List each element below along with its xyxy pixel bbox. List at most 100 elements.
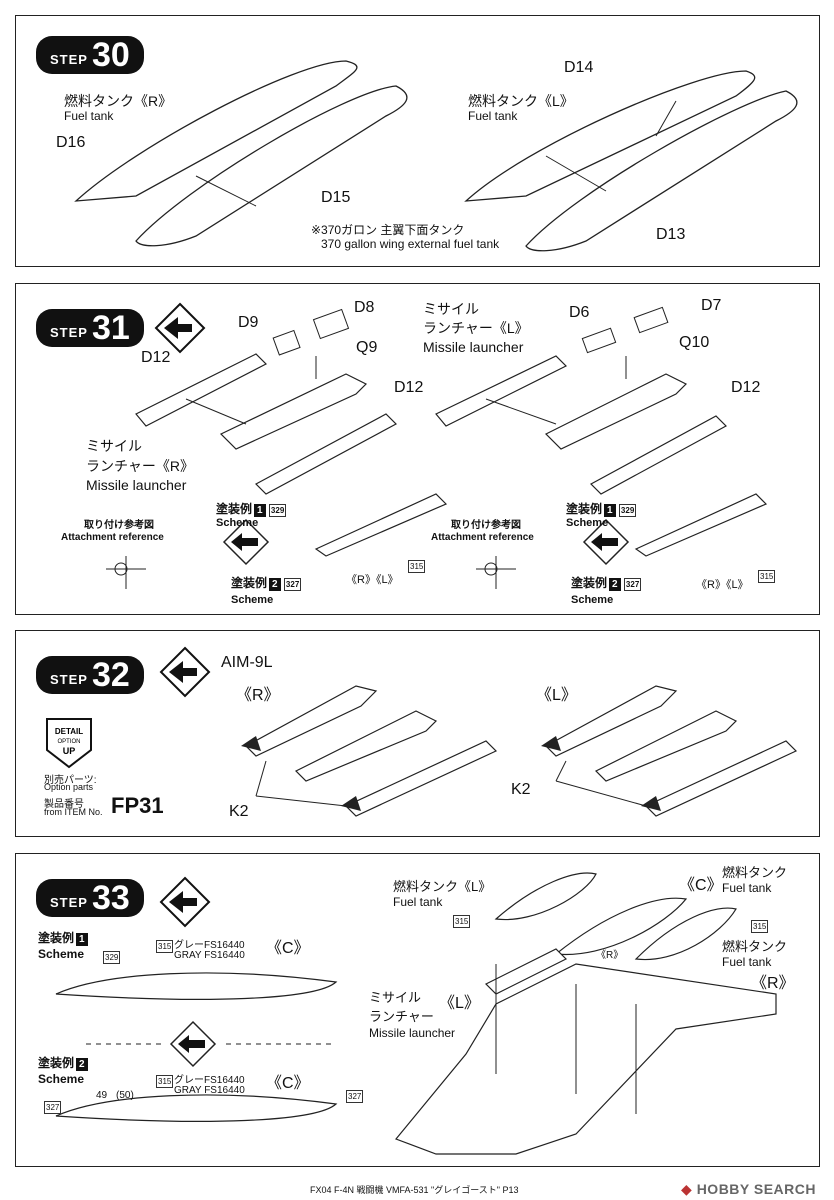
step33-scheme-en-2: Scheme <box>38 1072 85 1086</box>
footer-caption: FX04 F-4N 戦闘機 VMFA-531 "グレイゴースト" P13 <box>310 1185 519 1195</box>
step30-tank-r-label: 燃料タンク《R》 <box>64 93 173 109</box>
step31-ref-en-left: Attachment reference <box>61 532 164 543</box>
step31-launcher-l-jp1: ミサイル <box>423 301 479 317</box>
step33-scheme-en-1: Scheme <box>38 947 85 961</box>
step31-launcher-drawing <box>106 306 768 589</box>
step31-color-315-left: 315 <box>408 560 426 573</box>
step30-tank-l-en: Fuel tank <box>468 109 518 123</box>
step33-r-label-launcher: 《R》 <box>596 950 624 961</box>
step30-badge: STEP 30 <box>36 36 144 74</box>
step33-color-315-right: 315 <box>751 920 769 933</box>
step31-launcher-r-jp2: ランチャー《R》 <box>86 458 194 474</box>
step31-scheme-en-3: Scheme <box>566 517 609 529</box>
step30-part-d16: D16 <box>56 134 86 151</box>
step32-aim9l-label: AIM-9L <box>221 654 273 671</box>
step33-c-label-1: 《C》 <box>266 940 310 957</box>
svg-text:UP: UP <box>63 746 76 756</box>
detail-up-badge-icon: DETAIL OPTION UP <box>46 718 92 769</box>
hobby-search-logo-icon: ◆ <box>681 1181 693 1197</box>
hobby-search-logo: ◆ HOBBY SEARCH <box>681 1181 816 1197</box>
step31-part-d12-right: D12 <box>731 379 761 396</box>
step33-launcher-en: Missile launcher <box>369 1026 456 1040</box>
svg-text:DETAIL: DETAIL <box>55 727 83 736</box>
step30-panel: STEP 30 燃料タンク《R》 Fuel tank D16 D15 D14 燃… <box>15 15 820 267</box>
step31-scheme-en-2: Scheme <box>231 594 274 606</box>
step31-ref-jp-right: 取り付け参考図 <box>451 520 521 531</box>
step32-l-label: 《L》 <box>536 687 577 704</box>
step30-part-d15: D15 <box>321 189 351 206</box>
step33-aircraft-drawing <box>55 872 777 1155</box>
step32-option-jp: 別売パーツ: <box>44 775 97 786</box>
step30-fuel-tank-drawing <box>74 60 798 252</box>
step31-part-d9: D9 <box>238 314 259 331</box>
step32-missile-drawing <box>241 685 798 817</box>
step33-gray-en-2: GRAY FS16440 <box>174 1085 245 1096</box>
step33-color-329: 329 <box>103 951 121 964</box>
step31-rl-left: 《R》《L》 <box>346 574 399 586</box>
step33-color-327-left: 327 <box>44 1101 62 1114</box>
step33-tank-c-en: Fuel tank <box>722 881 772 895</box>
step33-launcher-l-label: 《L》 <box>439 995 480 1012</box>
step32-badge: STEP 32 <box>36 656 144 694</box>
step30-note-en: 370 gallon wing external fuel tank <box>321 237 500 251</box>
step30-tank-r-en: Fuel tank <box>64 109 114 123</box>
step33-tank-l-en: Fuel tank <box>393 895 443 909</box>
step31-panel: STEP 31 <box>15 283 820 615</box>
step31-part-q9: Q9 <box>356 339 378 356</box>
step30-tank-l-label: 燃料タンク《L》 <box>468 93 574 109</box>
step30-note-jp: ※370ガロン 主翼下面タンク <box>311 223 465 237</box>
step33-tank-r-en: Fuel tank <box>722 955 772 969</box>
step33-gray-en-1: GRAY FS16440 <box>174 950 245 961</box>
step31-badge: STEP 31 <box>36 309 144 347</box>
step31-launcher-r-jp1: ミサイル <box>86 438 142 454</box>
step31-scheme-en-4: Scheme <box>571 594 614 606</box>
step33-launcher-jp1: ミサイル <box>369 990 422 1005</box>
step32-item-en: from ITEM No. <box>44 807 103 817</box>
step31-part-d6: D6 <box>569 304 590 321</box>
step32-part-k2-left: K2 <box>229 803 249 820</box>
step32-panel: STEP 32 DETAIL OPTION UP <box>15 630 820 837</box>
step33-gray-jp-2: グレーFS16440 <box>174 1075 245 1086</box>
step31-part-q10: Q10 <box>679 334 710 351</box>
step30-part-d14: D14 <box>564 59 594 76</box>
step31-part-d7: D7 <box>701 297 722 314</box>
step31-part-d8: D8 <box>354 299 375 316</box>
step31-launcher-l-en: Missile launcher <box>423 339 524 355</box>
step33-c-label-2: 《C》 <box>266 1075 310 1092</box>
step32-option-en: Option parts <box>44 782 94 792</box>
step33-color-327-right: 327 <box>346 1090 364 1103</box>
step31-rl-right: 《R》《L》 <box>696 579 749 591</box>
step33-color-315-tank: 315 <box>453 915 471 928</box>
step31-color-315-right: 315 <box>758 570 776 583</box>
optional-choice-icon <box>159 876 211 928</box>
step31-scheme-en-1: Scheme <box>216 517 259 529</box>
optional-choice-icon <box>154 302 206 354</box>
step31-part-d12-mid: D12 <box>394 379 424 396</box>
step31-launcher-l-jp2: ランチャー《L》 <box>423 320 529 336</box>
step33-color-315-bottom: 315 <box>156 1075 174 1088</box>
step33-launcher-jp2: ランチャー <box>369 1009 434 1024</box>
step32-r-label: 《R》 <box>236 687 280 704</box>
step30-part-d13: D13 <box>656 226 686 243</box>
step31-launcher-r-en: Missile launcher <box>86 477 187 493</box>
step33-r-label-tank: 《R》 <box>751 975 795 992</box>
step31-part-d12-left: D12 <box>141 349 171 366</box>
step32-item-jp: 製品番号 <box>44 799 84 810</box>
step33-c-label-tank: 《C》 <box>679 877 723 894</box>
step33-color-50: (50) <box>116 1090 134 1101</box>
step31-ref-jp-left: 取り付け参考図 <box>84 520 154 531</box>
step33-tank-c-jp: 燃料タンク <box>722 865 788 880</box>
step33-tank-l-jp: 燃料タンク《L》 <box>393 879 492 894</box>
svg-text:OPTION: OPTION <box>57 739 80 745</box>
step33-badge: STEP 33 <box>36 879 144 917</box>
step32-item-number: FP31 <box>111 793 164 818</box>
step33-gray-jp-1: グレーFS16440 <box>174 940 245 951</box>
step33-color-49: 49 <box>96 1090 108 1101</box>
